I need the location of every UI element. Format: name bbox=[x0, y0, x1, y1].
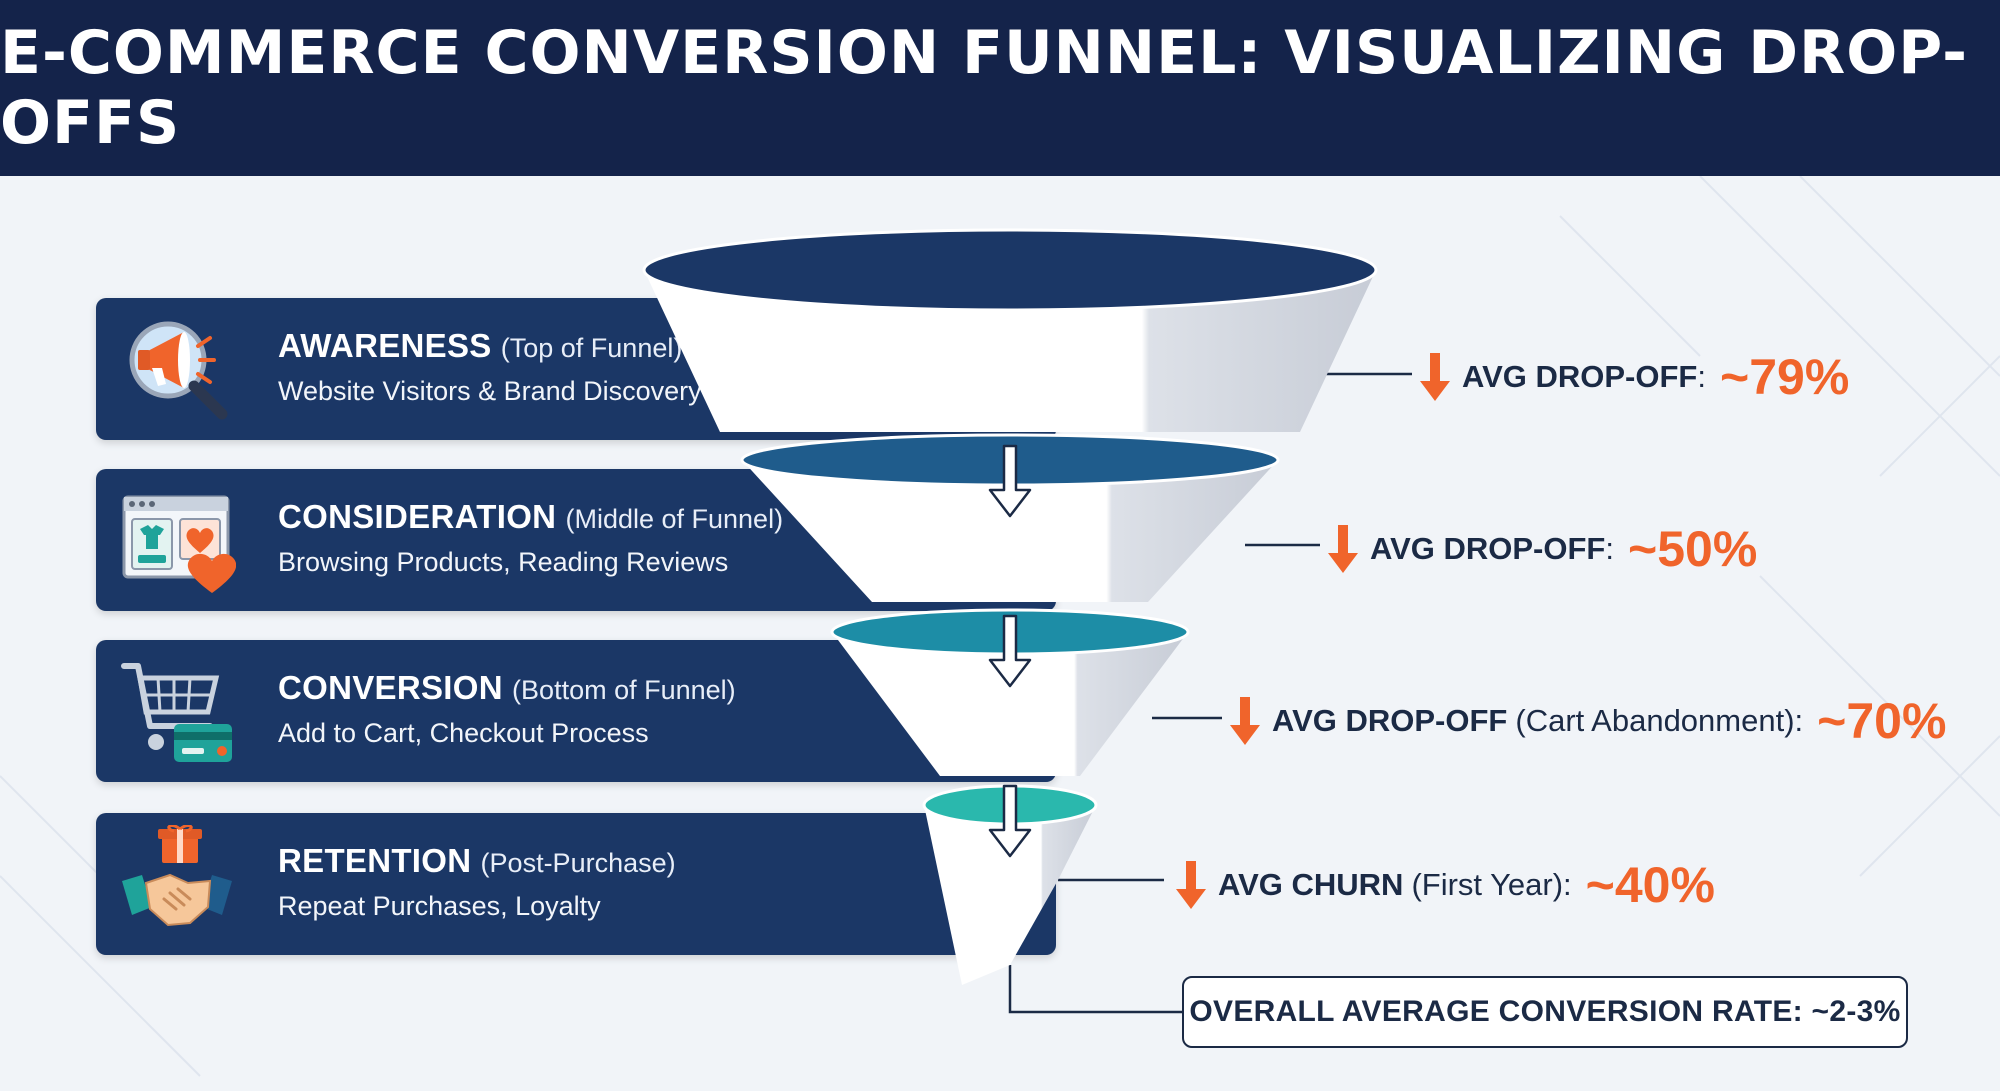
down-arrow-icon bbox=[1230, 697, 1260, 745]
page-title: E-COMMERCE CONVERSION FUNNEL: VISUALIZIN… bbox=[0, 18, 1969, 158]
stat-conversion-dropoff: AVG DROP-OFF (Cart Abandonment) : ~70% bbox=[1230, 692, 1946, 750]
stage-description: Repeat Purchases, Loyalty bbox=[278, 891, 601, 921]
stat-label: AVG DROP-OFF bbox=[1462, 359, 1698, 394]
stat-label: AVG DROP-OFF bbox=[1370, 531, 1606, 566]
down-arrow-icon bbox=[1328, 525, 1358, 573]
stage-subtitle: (Post-Purchase) bbox=[480, 848, 676, 878]
header-banner: E-COMMERCE CONVERSION FUNNEL: VISUALIZIN… bbox=[0, 0, 2000, 176]
stage-description: Website Visitors & Brand Discovery bbox=[278, 376, 702, 406]
megaphone-magnifier-icon bbox=[129, 321, 228, 420]
stat-consideration-dropoff: AVG DROP-OFF : ~50% bbox=[1328, 520, 1757, 578]
connector-lines bbox=[1008, 372, 1412, 1014]
funnel-segment-conversion bbox=[832, 632, 1188, 776]
stat-value: ~79% bbox=[1720, 349, 1850, 405]
stage-description: Browsing Products, Reading Reviews bbox=[278, 547, 729, 577]
stage-title: CONSIDERATION bbox=[278, 498, 557, 535]
shopping-cart-card-icon bbox=[121, 663, 232, 762]
stat-retention-churn: AVG CHURN (First Year) : ~40% bbox=[1176, 856, 1715, 914]
funnel-segment-retention bbox=[924, 805, 1096, 985]
stat-colon: : bbox=[1563, 867, 1572, 902]
stat-colon: : bbox=[1794, 703, 1804, 738]
overall-conversion-box: OVERALL AVERAGE CONVERSION RATE: ~2-3% bbox=[1182, 976, 1908, 1048]
down-arrow-icon bbox=[988, 784, 1032, 858]
stage-title: CONVERSION bbox=[278, 669, 503, 706]
stage-subtitle: (Top of Funnel) bbox=[500, 333, 683, 363]
stat-colon: : bbox=[1697, 359, 1706, 394]
down-arrow-icon bbox=[988, 614, 1032, 688]
stat-note: (First Year) bbox=[1411, 867, 1564, 902]
stat-value: ~50% bbox=[1628, 521, 1758, 577]
stat-colon: : bbox=[1605, 531, 1614, 566]
down-arrow-icon bbox=[1176, 861, 1206, 909]
funnel-segment-awareness bbox=[644, 270, 1376, 432]
stage-title: RETENTION bbox=[278, 842, 472, 879]
stat-awareness-dropoff: AVG DROP-OFF : ~79% bbox=[1420, 348, 1849, 406]
flow-arrows bbox=[988, 444, 1032, 858]
stat-value: ~40% bbox=[1585, 857, 1715, 913]
funnel-rim-awareness bbox=[642, 228, 1378, 312]
stat-value: ~70% bbox=[1817, 693, 1947, 749]
stage-card-retention[interactable]: RETENTION (Post-Purchase) Repeat Purchas… bbox=[96, 813, 1056, 955]
product-browser-heart-icon bbox=[122, 495, 236, 593]
background-pattern bbox=[0, 176, 2000, 1077]
stage-subtitle: (Bottom of Funnel) bbox=[512, 675, 736, 705]
overall-conversion-text: OVERALL AVERAGE CONVERSION RATE: ~2-3% bbox=[1189, 995, 1901, 1028]
handshake-gift-icon bbox=[122, 825, 232, 927]
stage-description: Add to Cart, Checkout Process bbox=[278, 718, 649, 748]
down-arrow-icon bbox=[988, 444, 1032, 518]
stat-label: AVG CHURN bbox=[1218, 867, 1404, 902]
down-arrow-icon bbox=[1420, 353, 1450, 401]
stat-note: (Cart Abandonment) bbox=[1515, 703, 1795, 738]
stage-subtitle: (Middle of Funnel) bbox=[565, 504, 784, 534]
stat-label: AVG DROP-OFF bbox=[1272, 703, 1508, 738]
funnel-segment-consideration bbox=[742, 460, 1278, 602]
stage-title: AWARENESS bbox=[278, 327, 492, 364]
